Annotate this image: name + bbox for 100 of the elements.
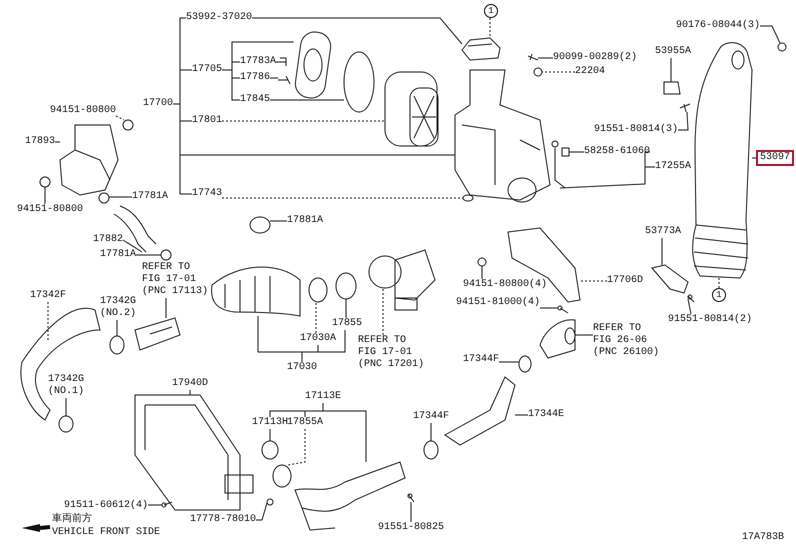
part-number: 90099-00289(2) [553,52,638,64]
callout-number: 1 [712,288,726,302]
part-number: 17881A [287,215,324,227]
hose-clamp-drawing [262,440,278,460]
bolt-icon [680,104,690,112]
turbocharger-drawing [368,249,436,310]
part-number: 17706D [607,275,644,287]
hose-clamp-drawing [518,356,532,372]
leader-line [116,320,118,336]
part-number: 17801 [192,115,222,127]
leader-line [382,288,384,336]
bolt-icon [528,54,538,60]
nut-icon [778,42,786,52]
part-number: 17786 [240,72,270,84]
part-number: 17113H [252,417,288,429]
air-filter-drawing [384,72,438,146]
bolt-icon [688,294,694,302]
gasket-ring-drawing [344,52,374,112]
part-number: 17344F [413,411,450,423]
part-number: 90176-08044(3) [676,20,760,32]
leader-line [288,428,306,466]
part-number: 17781A [100,249,136,261]
part-number: 58258-61060 [584,146,650,158]
part-number: 17344E [528,409,564,421]
part-number: 17342G (NO.2) [100,296,136,320]
air-temperature-sensor-drawing [552,140,566,188]
hose-drawing [134,317,181,351]
pipe-drawing [540,319,576,358]
part-number: 17940D [172,378,208,390]
part-number: 17845 [240,94,270,106]
bracket-drawing [651,264,689,294]
hose-clamp-drawing [308,278,328,302]
leader-line [44,186,46,204]
part-number: 17113E [305,391,342,403]
drawing-number: 17A783B [742,532,784,544]
part-number: 17342F [30,290,66,302]
reference-note: REFER TO FIG 26-06 (PNC 26100) [593,323,661,359]
leader-line [270,220,288,222]
part-number: 22204 [575,66,606,78]
part-number: 17855 [332,318,362,330]
part-number: 91551-80814(2) [668,314,752,326]
leader-line [172,104,456,156]
clamp-bracket-drawing [664,82,681,94]
part-number: 91551-80825 [378,522,444,534]
grommet-icon [462,194,474,202]
part-number: 94151-80800 [50,105,116,117]
part-number: 91551-80814(3) [594,124,678,136]
leader-line [256,502,268,520]
highlighted-part-number: 53097 [756,150,794,166]
leader-line [116,116,124,120]
leader-line [252,18,462,44]
part-number: 53773A [645,226,682,238]
leader-line [688,298,692,314]
leader-line [430,422,432,442]
direction-note: VEHICLE FRONT SIDE [52,527,160,539]
hose-drawing [20,308,100,420]
sensor-bracket-icon [534,68,542,76]
leader-line [410,502,412,522]
cleaner-cover-drawing [293,30,333,100]
leader-line [108,196,132,198]
intake-duct-drawing [692,42,752,278]
part-number: 94151-80800(4) [463,279,548,291]
air-cleaner-cap-drawing [461,37,501,61]
leader-line [514,414,528,416]
part-number: 17255A [655,161,692,173]
bolt-icon [558,306,568,314]
air-duct-drawing [59,124,119,196]
hose-clamp-icon [160,250,172,260]
callout-number: 1 [484,4,498,18]
leader-line [718,276,720,288]
leader-line [580,280,608,282]
leader-line [574,334,594,336]
part-number: 94151-80800 [17,204,84,216]
bolt-icon [162,502,172,508]
sensor-clip-icon [562,148,570,156]
part-number: 17855A [287,417,324,429]
reference-note: REFER TO FIG 17-01 (PNC 17201) [358,335,426,371]
part-number: 17743 [192,188,222,200]
hose-clamp-drawing [58,416,74,432]
intake-hose-drawing [211,266,300,316]
part-number: 17705 [192,64,222,76]
part-number: 17342G (NO.1) [48,374,84,398]
clip-icon [280,58,286,66]
part-number: 17893 [25,136,56,148]
leader-line [678,112,689,130]
hose-clamp-drawing [110,336,124,354]
hose-ring-drawing [336,272,356,300]
reference-note: REFER TO FIG 17-01 (PNC 17113) [142,262,210,298]
part-number: 17030A [300,333,336,345]
part-number: 17783A [240,56,276,68]
leader-line [122,240,142,252]
hose-clamp-drawing [250,216,270,234]
hose-clamp-drawing [424,440,438,460]
clip-icon [266,498,274,506]
nut-icon [478,258,486,266]
leader-line [322,402,366,462]
leader-line [222,120,386,122]
part-number: 17344F [463,354,500,366]
part-number: 17778-78010 [190,514,256,526]
air-cleaner-housing-drawing [454,70,551,202]
